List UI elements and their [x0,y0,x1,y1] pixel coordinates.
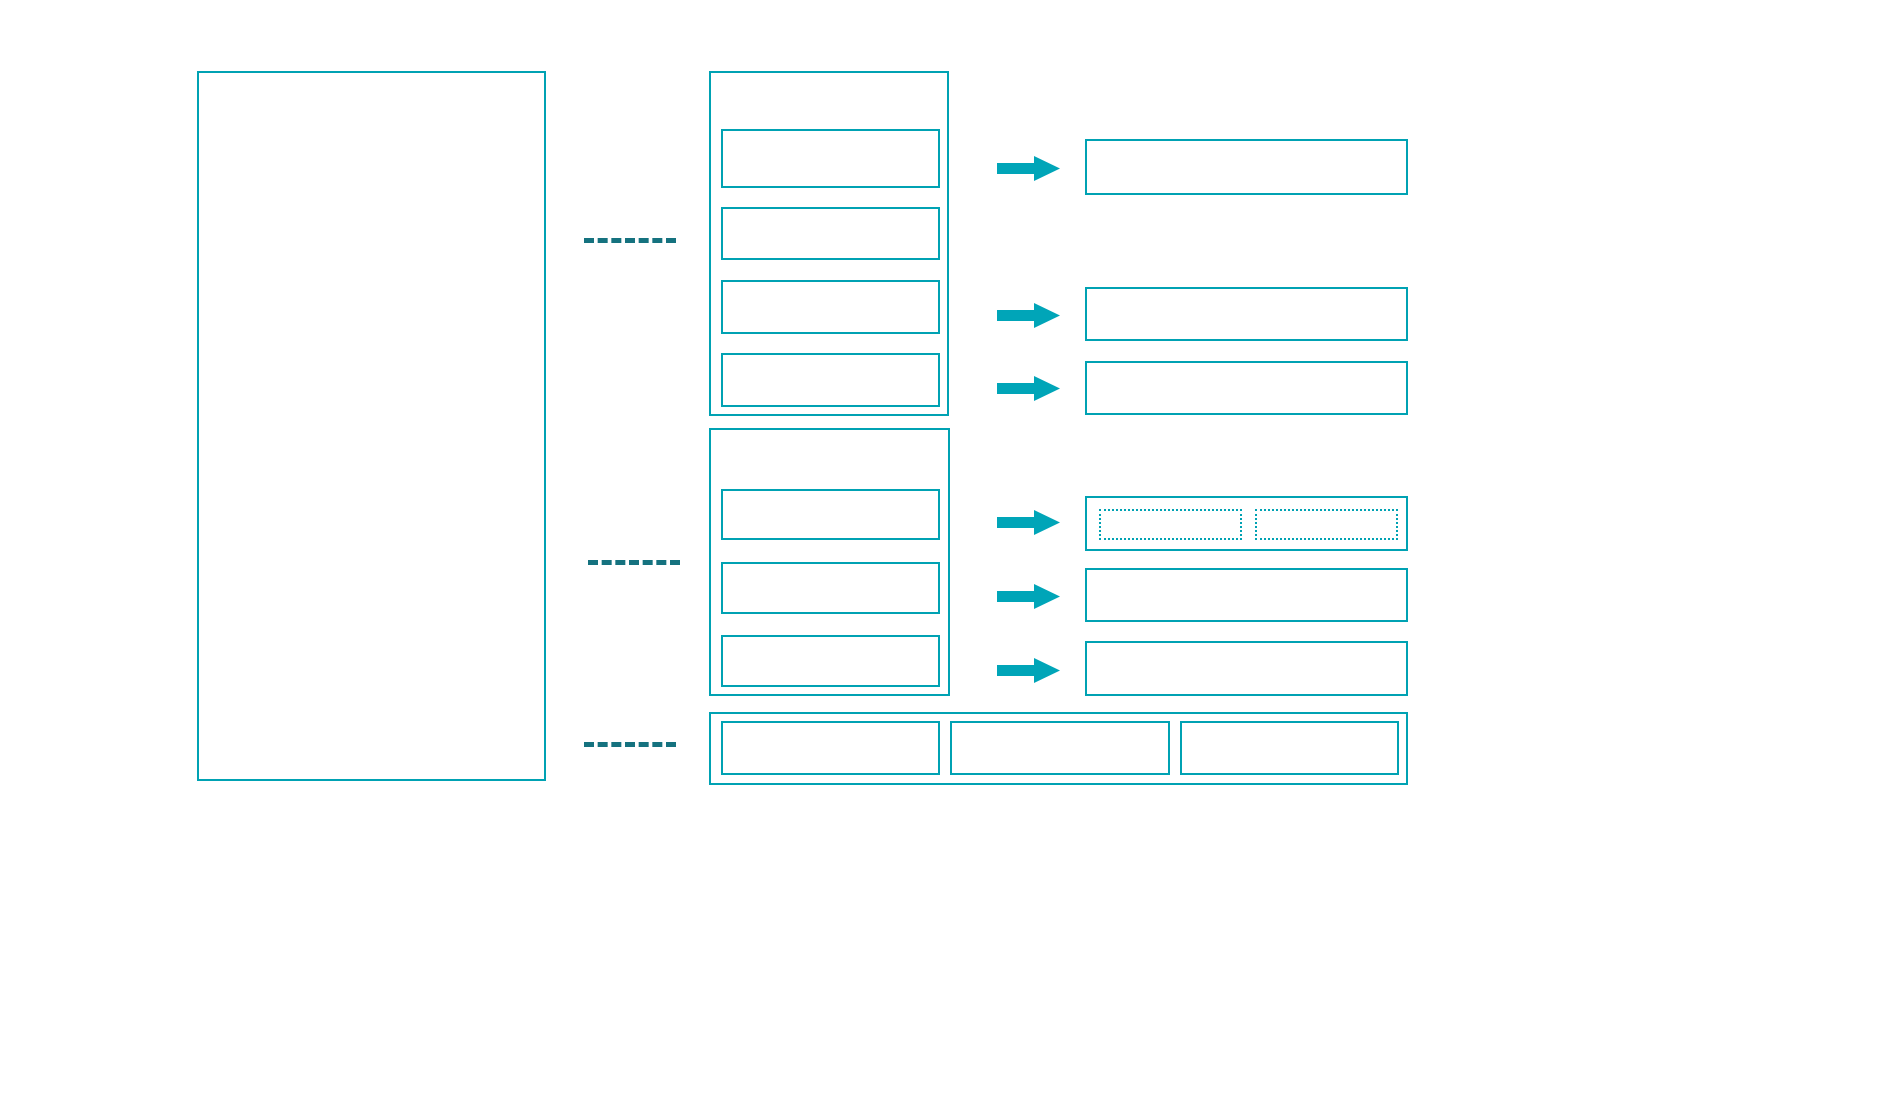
bottom-row-item-3 [1180,721,1399,775]
stage2-item-3 [721,635,940,687]
arrow-right-icon-6 [997,657,1061,684]
stage1-item-3 [721,280,940,334]
output-box-4 [1085,496,1408,551]
output-box-6 [1085,641,1408,696]
stage1-item-4 [721,353,940,407]
stage1-item-1 [721,129,940,188]
arrow-right-icon-5 [997,583,1061,610]
bottom-row-group [709,712,1408,785]
arrow-right-icon-1 [997,155,1061,182]
arrow-right-icon-4 [997,509,1061,536]
dash-connector-2 [588,560,680,565]
output-box-5 [1085,568,1408,622]
stage-group-1 [709,71,949,416]
stage2-item-2 [721,562,940,614]
output-box-2 [1085,287,1408,341]
stage1-item-2 [721,207,940,260]
output-box-4-sub-1 [1099,509,1242,540]
stage-group-2 [709,428,950,696]
output-box-3 [1085,361,1408,415]
bottom-row-item-1 [721,721,940,775]
bottom-row-item-2 [950,721,1170,775]
arrow-right-icon-3 [997,375,1061,402]
dash-connector-1 [584,238,676,243]
arrow-right-icon-2 [997,302,1061,329]
output-box-4-sub-2 [1255,509,1398,540]
output-box-1 [1085,139,1408,195]
stage2-item-1 [721,489,940,540]
source-panel [197,71,546,781]
dash-connector-3 [584,742,676,747]
